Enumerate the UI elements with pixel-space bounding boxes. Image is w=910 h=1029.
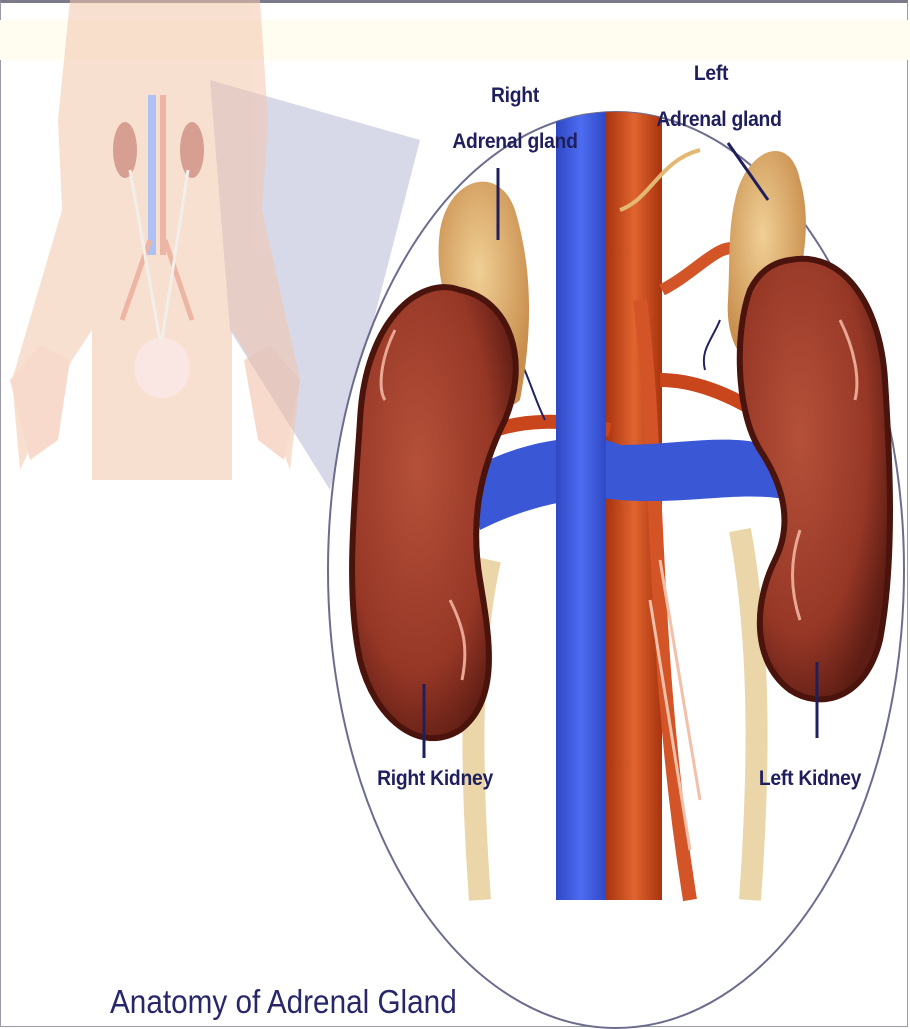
left-kidney-label: Left Kidney — [746, 767, 875, 791]
body-figure — [10, 0, 300, 480]
right-adrenal-label-line2: Adrenal gland — [437, 130, 593, 154]
right-kidney-label: Right Kidney — [366, 767, 504, 791]
magnified-view — [328, 80, 904, 1028]
page-title: Anatomy of Adrenal Gland — [110, 983, 457, 1021]
left-adrenal-label-line2: Adrenal gland — [641, 108, 797, 132]
left-adrenal-label-line1: Left — [679, 62, 743, 86]
right-adrenal-label-line1: Right — [483, 84, 547, 108]
vena-cava — [556, 80, 606, 900]
